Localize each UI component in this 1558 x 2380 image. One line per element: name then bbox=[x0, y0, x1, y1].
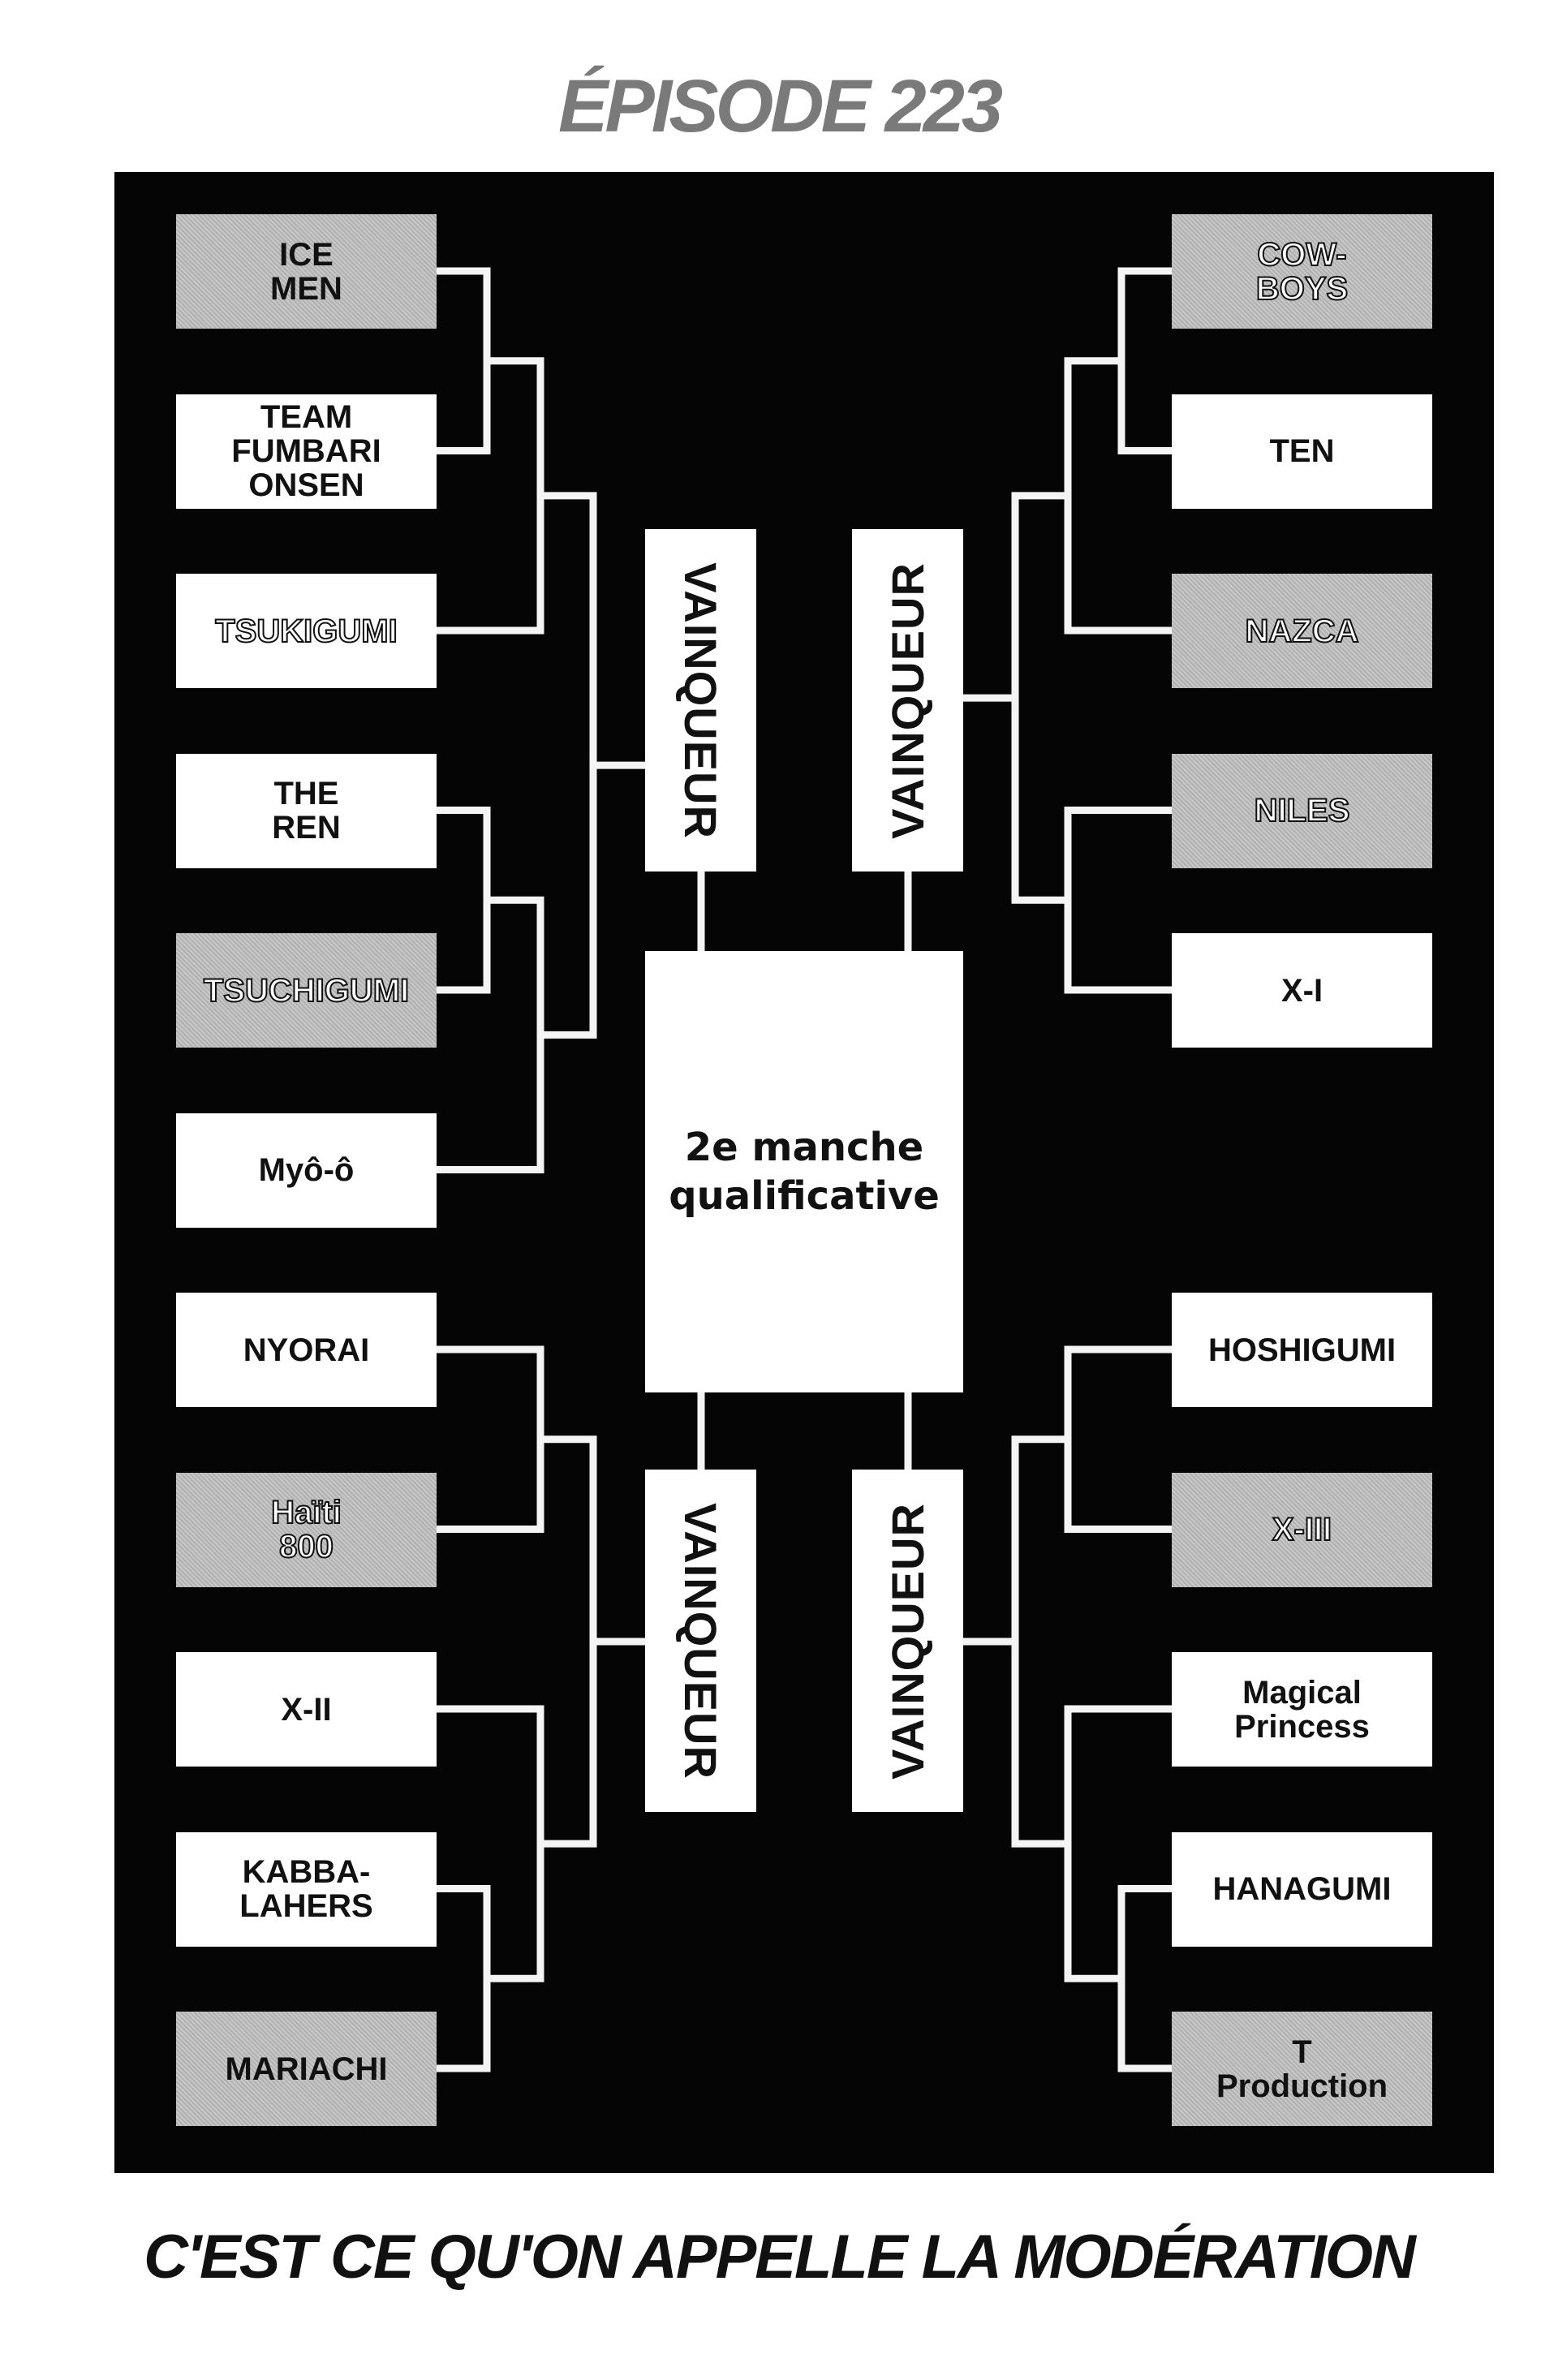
center-round-label: 2e manche qualificative bbox=[669, 1125, 940, 1219]
connector-line bbox=[1064, 807, 1172, 994]
team-box: TEAM FUMBARI ONSEN bbox=[176, 394, 437, 509]
team-name: NAZCA bbox=[1245, 613, 1360, 649]
team-box: THE REN bbox=[176, 753, 437, 868]
team-box: NILES bbox=[1172, 753, 1432, 868]
connector-line bbox=[1064, 1345, 1172, 1533]
team-box: Myô-ô bbox=[176, 1113, 437, 1228]
team-name: X-III bbox=[1272, 1512, 1332, 1547]
team-box: T Production bbox=[1172, 2012, 1432, 2126]
winner-label: VAINQUEUR bbox=[675, 562, 726, 839]
team-box: Haïti 800 bbox=[176, 1472, 437, 1587]
connector-line bbox=[1117, 1885, 1172, 2072]
team-box: COW- BOYS bbox=[1172, 214, 1432, 329]
connector-line bbox=[437, 807, 491, 994]
team-name: X-II bbox=[281, 1691, 332, 1728]
team-name: TSUCHIGUMI bbox=[203, 972, 410, 1009]
connector-line bbox=[540, 492, 597, 1039]
team-name: MARIACHI bbox=[225, 2051, 388, 2087]
team-name: HANAGUMI bbox=[1212, 1871, 1392, 1907]
team-box: TEN bbox=[1172, 394, 1432, 509]
connector-line bbox=[1117, 267, 1172, 454]
team-name: X-I bbox=[1280, 972, 1323, 1009]
team-box: HOSHIGUMI bbox=[1172, 1293, 1432, 1407]
episode-title: ÉPISODE 223 bbox=[557, 65, 1003, 148]
connector-line bbox=[540, 1435, 597, 1848]
team-box: ICE MEN bbox=[176, 214, 437, 329]
team-box: Magical Princess bbox=[1172, 1652, 1432, 1767]
team-name: HOSHIGUMI bbox=[1207, 1332, 1397, 1368]
winner-box-bottom-left: VAINQUEUR bbox=[645, 1470, 756, 1812]
team-name: ICE MEN bbox=[270, 236, 342, 307]
team-name: NYORAI bbox=[243, 1332, 370, 1368]
team-name: THE REN bbox=[272, 776, 341, 846]
team-name: NILES bbox=[1254, 793, 1351, 828]
team-name: COW- BOYS bbox=[1255, 236, 1349, 307]
team-name: Myô-ô bbox=[258, 1152, 355, 1188]
winner-label: VAINQUEUR bbox=[675, 1502, 726, 1780]
winner-box-bottom-right: VAINQUEUR bbox=[852, 1470, 963, 1812]
team-name: TEN bbox=[1269, 433, 1335, 469]
winner-box-top-right: VAINQUEUR bbox=[852, 529, 963, 872]
connector-line bbox=[437, 1885, 491, 2072]
team-box: TSUCHIGUMI bbox=[176, 933, 437, 1048]
team-box: TSUKIGUMI bbox=[176, 574, 437, 688]
winner-box-top-left: VAINQUEUR bbox=[645, 529, 756, 872]
team-name: Magical Princess bbox=[1234, 1674, 1370, 1745]
team-box: MARIACHI bbox=[176, 2012, 437, 2126]
team-box: X-III bbox=[1172, 1472, 1432, 1587]
team-box: KABBA- LAHERS bbox=[176, 1831, 437, 1947]
team-box: X-II bbox=[176, 1652, 437, 1767]
connector-line bbox=[1011, 1435, 1068, 1848]
team-name: TSUKIGUMI bbox=[214, 613, 398, 649]
winner-label: VAINQUEUR bbox=[882, 1502, 933, 1780]
team-name: T Production bbox=[1216, 2034, 1388, 2104]
center-round-box: 2e manche qualificative bbox=[645, 951, 963, 1392]
connector-line bbox=[1064, 357, 1121, 635]
connector-line bbox=[437, 1345, 544, 1533]
connector-line bbox=[487, 896, 544, 1173]
team-box: NAZCA bbox=[1172, 574, 1432, 688]
connector-line bbox=[1011, 492, 1068, 904]
team-box: X-I bbox=[1172, 933, 1432, 1048]
chapter-caption: C'EST CE QU'ON APPELLE LA MODÉRATION bbox=[144, 2223, 1416, 2292]
connector-line bbox=[487, 357, 544, 635]
team-box: NYORAI bbox=[176, 1293, 437, 1407]
winner-label: VAINQUEUR bbox=[882, 562, 933, 839]
team-box: HANAGUMI bbox=[1172, 1831, 1432, 1947]
team-name: Haïti 800 bbox=[270, 1495, 342, 1564]
team-name: KABBA- LAHERS bbox=[239, 1854, 373, 1924]
connector-line bbox=[437, 267, 491, 454]
team-name: TEAM FUMBARI ONSEN bbox=[231, 399, 381, 503]
